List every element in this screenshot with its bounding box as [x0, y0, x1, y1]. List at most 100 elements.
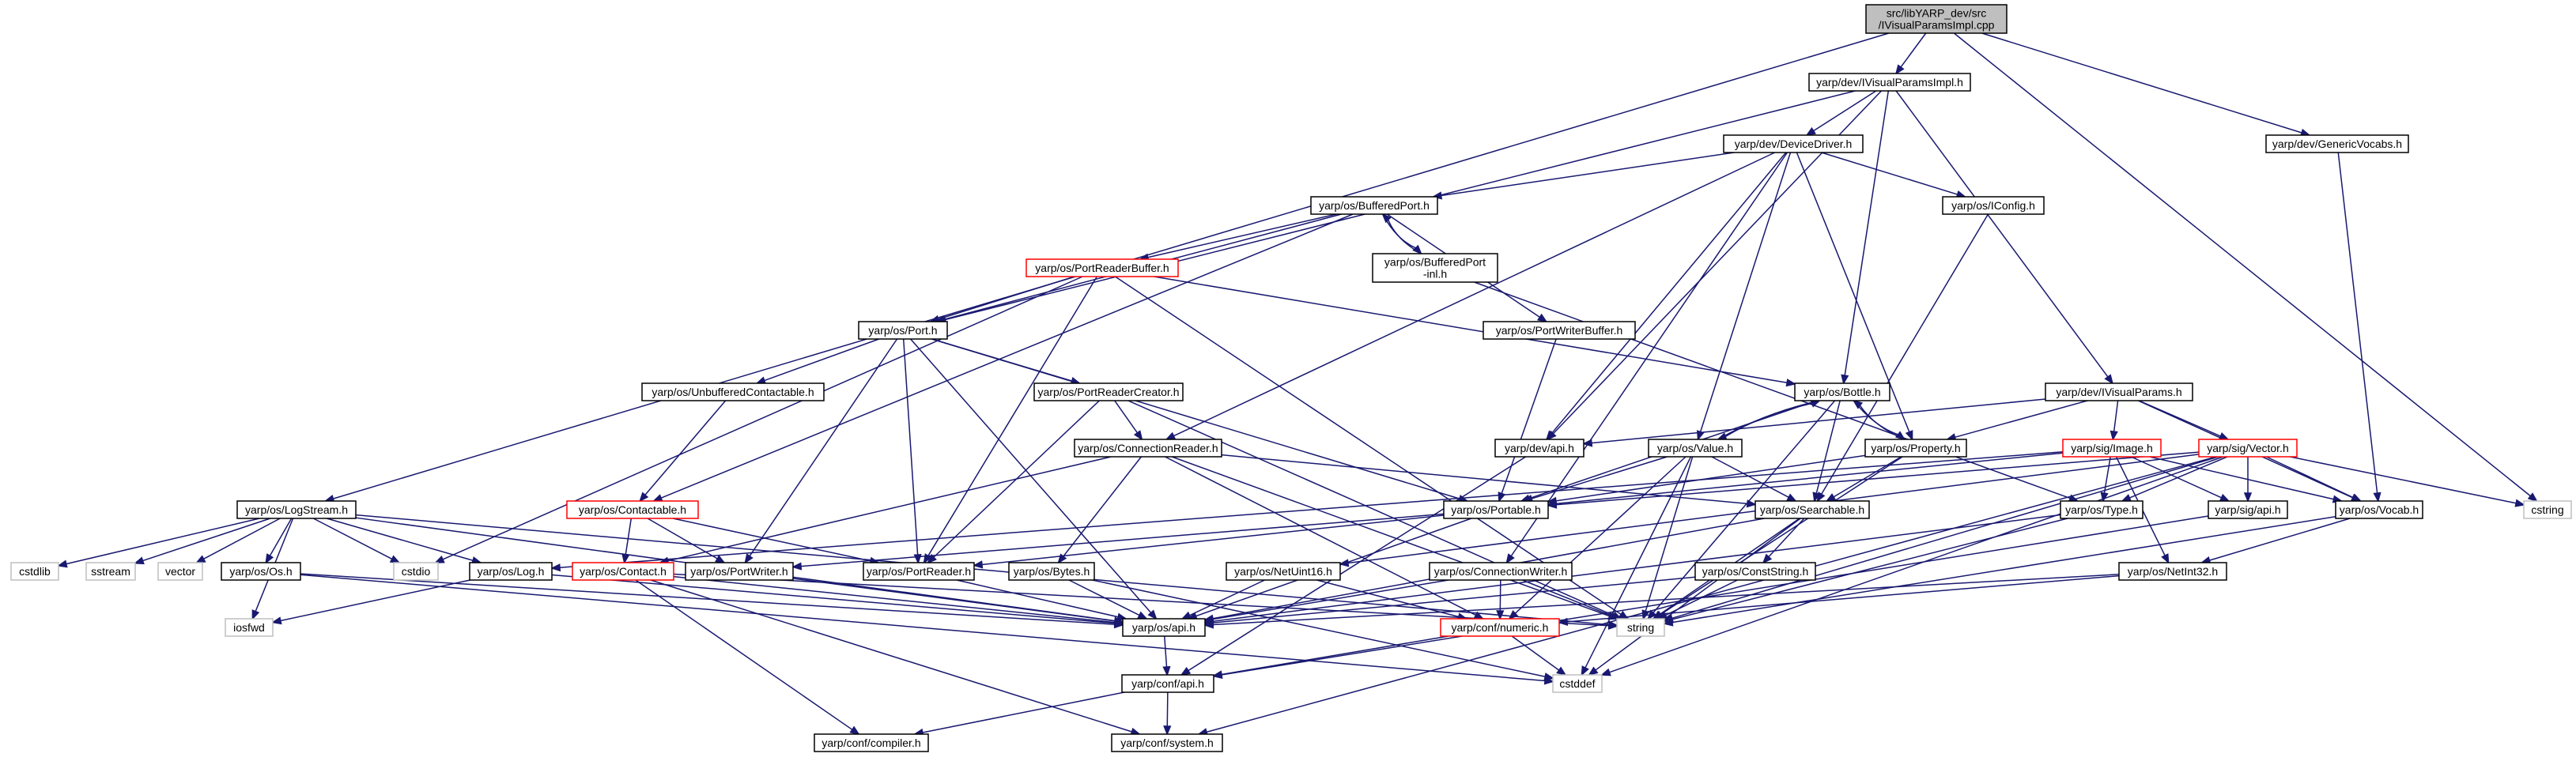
node-portreader[interactable]: yarp/os/PortReader.h: [863, 562, 975, 581]
node-property[interactable]: yarp/os/Property.h: [1864, 439, 1967, 458]
edge-arrowhead: [195, 555, 206, 563]
node-vocab[interactable]: yarp/os/Vocab.h: [2335, 500, 2423, 519]
node-label: yarp/os/Log.h: [478, 565, 545, 578]
edge-line: [1665, 579, 1738, 616]
node-type[interactable]: yarp/os/Type.h: [2060, 500, 2144, 519]
node-bytes[interactable]: yarp/os/Bytes.h: [1008, 562, 1095, 581]
edge-line: [650, 579, 1132, 733]
include-edge-bytes-to-cstddef: [1092, 579, 1554, 681]
node-confcompiler[interactable]: yarp/conf/compiler.h: [814, 733, 929, 752]
edge-line: [280, 579, 470, 622]
node-label: yarp/os/Portable.h: [1451, 503, 1541, 516]
node-portreadercreator[interactable]: yarp/os/PortReaderCreator.h: [1033, 382, 1184, 401]
edge-arrowhead: [652, 494, 663, 502]
node-label: yarp/dev/IVisualParams.h: [2056, 386, 2181, 398]
edge-arrowhead: [1812, 492, 1821, 503]
edge-line: [922, 691, 1125, 733]
node-netuint16[interactable]: yarp/os/NetUint16.h: [1226, 562, 1341, 581]
node-netint32[interactable]: yarp/os/NetInt32.h: [2118, 562, 2227, 581]
node-bufferedport_inl[interactable]: yarp/os/BufferedPort-inl.h: [1372, 253, 1498, 283]
node-bufferedport[interactable]: yarp/os/BufferedPort.h: [1310, 196, 1438, 215]
node-label: yarp/os/NetUint16.h: [1234, 565, 1332, 578]
node-sigvector[interactable]: yarp/sig/Vector.h: [2198, 439, 2298, 458]
include-edge-connectionreader-to-string: [1171, 456, 1618, 620]
node-box: [1310, 196, 1438, 215]
edge-arrowhead: [972, 560, 984, 569]
node-sigimage[interactable]: yarp/sig/Image.h: [2062, 439, 2162, 458]
node-confapi[interactable]: yarp/conf/api.h: [1121, 674, 1214, 693]
node-confnumeric[interactable]: yarp/conf/numeric.h: [1440, 618, 1560, 637]
node-value[interactable]: yarp/os/Value.h: [1648, 439, 1743, 458]
edge-line: [800, 513, 1445, 567]
edge-arrowhead: [1600, 668, 1611, 676]
edge-line: [1821, 213, 1989, 495]
include-edge-ivpimpl_h-to-ivisualparams: [1895, 90, 2114, 385]
node-portable[interactable]: yarp/os/Portable.h: [1443, 500, 1549, 519]
edge-arrowhead: [1786, 493, 1797, 502]
include-edge-devicedriver-to-iconfig: [1821, 152, 1967, 198]
node-osos[interactable]: yarp/os/Os.h: [221, 562, 301, 581]
node-cstddef: cstddef: [1552, 674, 1603, 693]
node-portwriterbuffer[interactable]: yarp/os/PortWriterBuffer.h: [1483, 321, 1636, 340]
node-portwriter[interactable]: yarp/os/PortWriter.h: [685, 562, 794, 581]
edge-arrowhead: [1663, 618, 1674, 627]
include-edge-port-to-portwriter: [744, 338, 898, 564]
include-edge-contactable-to-portwriter: [647, 518, 726, 564]
node-genericvocabs[interactable]: yarp/dev/GenericVocabs.h: [2265, 134, 2409, 153]
node-label: cstring: [2531, 503, 2563, 516]
node-label: yarp/os/ConnectionWriter.h: [1434, 565, 1568, 578]
node-box: [1552, 674, 1603, 693]
node-label: yarp/dev/IVisualParamsImpl.h: [1816, 76, 1963, 89]
node-contact[interactable]: yarp/os/Contact.h: [572, 562, 674, 581]
node-iconfig[interactable]: yarp/os/IConfig.h: [1942, 196, 2045, 215]
edge-arrowhead: [2527, 492, 2538, 503]
node-label: yarp/os/Property.h: [1871, 442, 1960, 454]
node-port[interactable]: yarp/os/Port.h: [858, 321, 948, 340]
edge-line: [1833, 456, 1902, 498]
edge-line: [1188, 456, 1527, 672]
edge-line: [2266, 456, 2354, 499]
edge-arrowhead: [1508, 609, 1519, 620]
node-ivisualparams[interactable]: yarp/dev/IVisualParams.h: [2045, 382, 2193, 401]
node-label: yarp/os/LogStream.h: [245, 503, 348, 516]
edge-line: [2129, 456, 2228, 499]
node-searchable[interactable]: yarp/os/Searchable.h: [1754, 500, 1870, 519]
node-log[interactable]: yarp/os/Log.h: [469, 562, 553, 581]
edge-arrowhead: [1588, 666, 1599, 676]
include-edge-devicedriver-to-property: [1796, 152, 1913, 441]
node-label: yarp/dev/api.h: [1505, 442, 1574, 454]
node-label: yarp/os/UnbufferedContactable.h: [652, 386, 814, 398]
include-edge-root-to-cstring: [1953, 32, 2538, 503]
edge-line: [902, 338, 919, 556]
node-devicedriver[interactable]: yarp/dev/DeviceDriver.h: [1723, 134, 1864, 153]
include-edge-searchable-to-cstddef: [1588, 518, 1801, 676]
node-conststring[interactable]: yarp/os/ConstString.h: [1694, 562, 1816, 581]
node-connectionwriter[interactable]: yarp/os/ConnectionWriter.h: [1429, 562, 1573, 581]
edge-arrowhead: [251, 609, 260, 620]
edge-arrowhead: [1498, 492, 1506, 503]
node-osapi[interactable]: yarp/os/api.h: [1122, 618, 1206, 637]
node-devapi[interactable]: yarp/dev/api.h: [1494, 439, 1585, 458]
include-edge-property-to-bottle: [1852, 399, 1905, 440]
node-unbufferedcontactable[interactable]: yarp/os/UnbufferedContactable.h: [641, 382, 825, 401]
node-label: yarp/os/Type.h: [2065, 503, 2138, 516]
edge-line: [673, 573, 1610, 627]
edge-line: [1189, 579, 1265, 616]
include-edge-contactable-to-contact: [621, 518, 633, 564]
node-portreaderbuffer[interactable]: yarp/os/PortReaderBuffer.h: [1025, 258, 1179, 277]
node-confsystem[interactable]: yarp/conf/system.h: [1111, 733, 1223, 752]
node-connectionreader[interactable]: yarp/os/ConnectionReader.h: [1074, 439, 1222, 458]
edge-arrowhead: [1894, 431, 1906, 441]
node-box: [469, 562, 553, 581]
node-ivpimpl_h[interactable]: yarp/dev/IVisualParamsImpl.h: [1808, 73, 1971, 92]
node-bottle[interactable]: yarp/os/Bottle.h: [1794, 382, 1890, 401]
node-root[interactable]: src/libYARP_dev/src/IVisualParamsImpl.cp…: [1865, 4, 2008, 34]
edge-arrowhead: [1180, 666, 1192, 676]
edge-line: [938, 276, 1075, 320]
node-sigapi[interactable]: yarp/sig/api.h: [2208, 500, 2288, 519]
node-label: yarp/os/PortWriter.h: [690, 565, 788, 578]
node-contactable[interactable]: yarp/os/Contactable.h: [566, 500, 699, 519]
node-logstream[interactable]: yarp/os/LogStream.h: [236, 500, 357, 519]
edge-arrowhead: [1785, 379, 1796, 387]
include-edge-port-to-portreader: [902, 338, 922, 565]
